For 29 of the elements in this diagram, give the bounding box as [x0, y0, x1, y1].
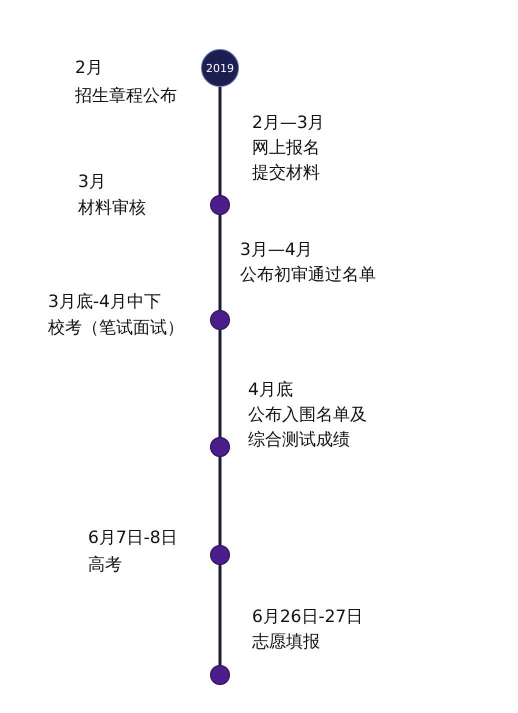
- event-text: 综合测试成绩: [248, 430, 350, 450]
- timeline-dot: [210, 665, 230, 685]
- timeline-line: [218, 457, 222, 545]
- timeline-line: [218, 87, 222, 195]
- event-text: 6月26日-27日: [252, 607, 364, 627]
- event-text: 网上报名: [252, 138, 320, 158]
- date-text: 3月: [78, 172, 106, 192]
- event-text: 高考: [88, 555, 122, 575]
- event-text: 材料审核: [78, 198, 146, 218]
- event-text: 4月底: [248, 380, 293, 400]
- timeline-dot: [210, 545, 230, 565]
- event-text: 志愿填报: [252, 632, 320, 652]
- timeline-line: [218, 330, 222, 437]
- year-circle: 2019: [201, 49, 239, 87]
- timeline-dot: [210, 437, 230, 457]
- event-text: 公布初审通过名单: [240, 265, 376, 285]
- date-text: 2月: [75, 58, 103, 78]
- event-text: 2月—3月: [252, 113, 325, 133]
- event-text: 3月—4月: [240, 240, 313, 260]
- date-text: 3月底-4月中下: [48, 292, 161, 312]
- date-text: 6月7日-8日: [88, 528, 178, 548]
- timeline-line: [218, 565, 222, 665]
- timeline-dot: [210, 310, 230, 330]
- event-text: 公布入围名单及: [248, 405, 367, 425]
- timeline-dot: [210, 195, 230, 215]
- timeline-line: [218, 215, 222, 310]
- event-text: 招生章程公布: [75, 86, 177, 106]
- event-text: 提交材料: [252, 163, 320, 183]
- event-text: 校考（笔试面试）: [48, 318, 184, 338]
